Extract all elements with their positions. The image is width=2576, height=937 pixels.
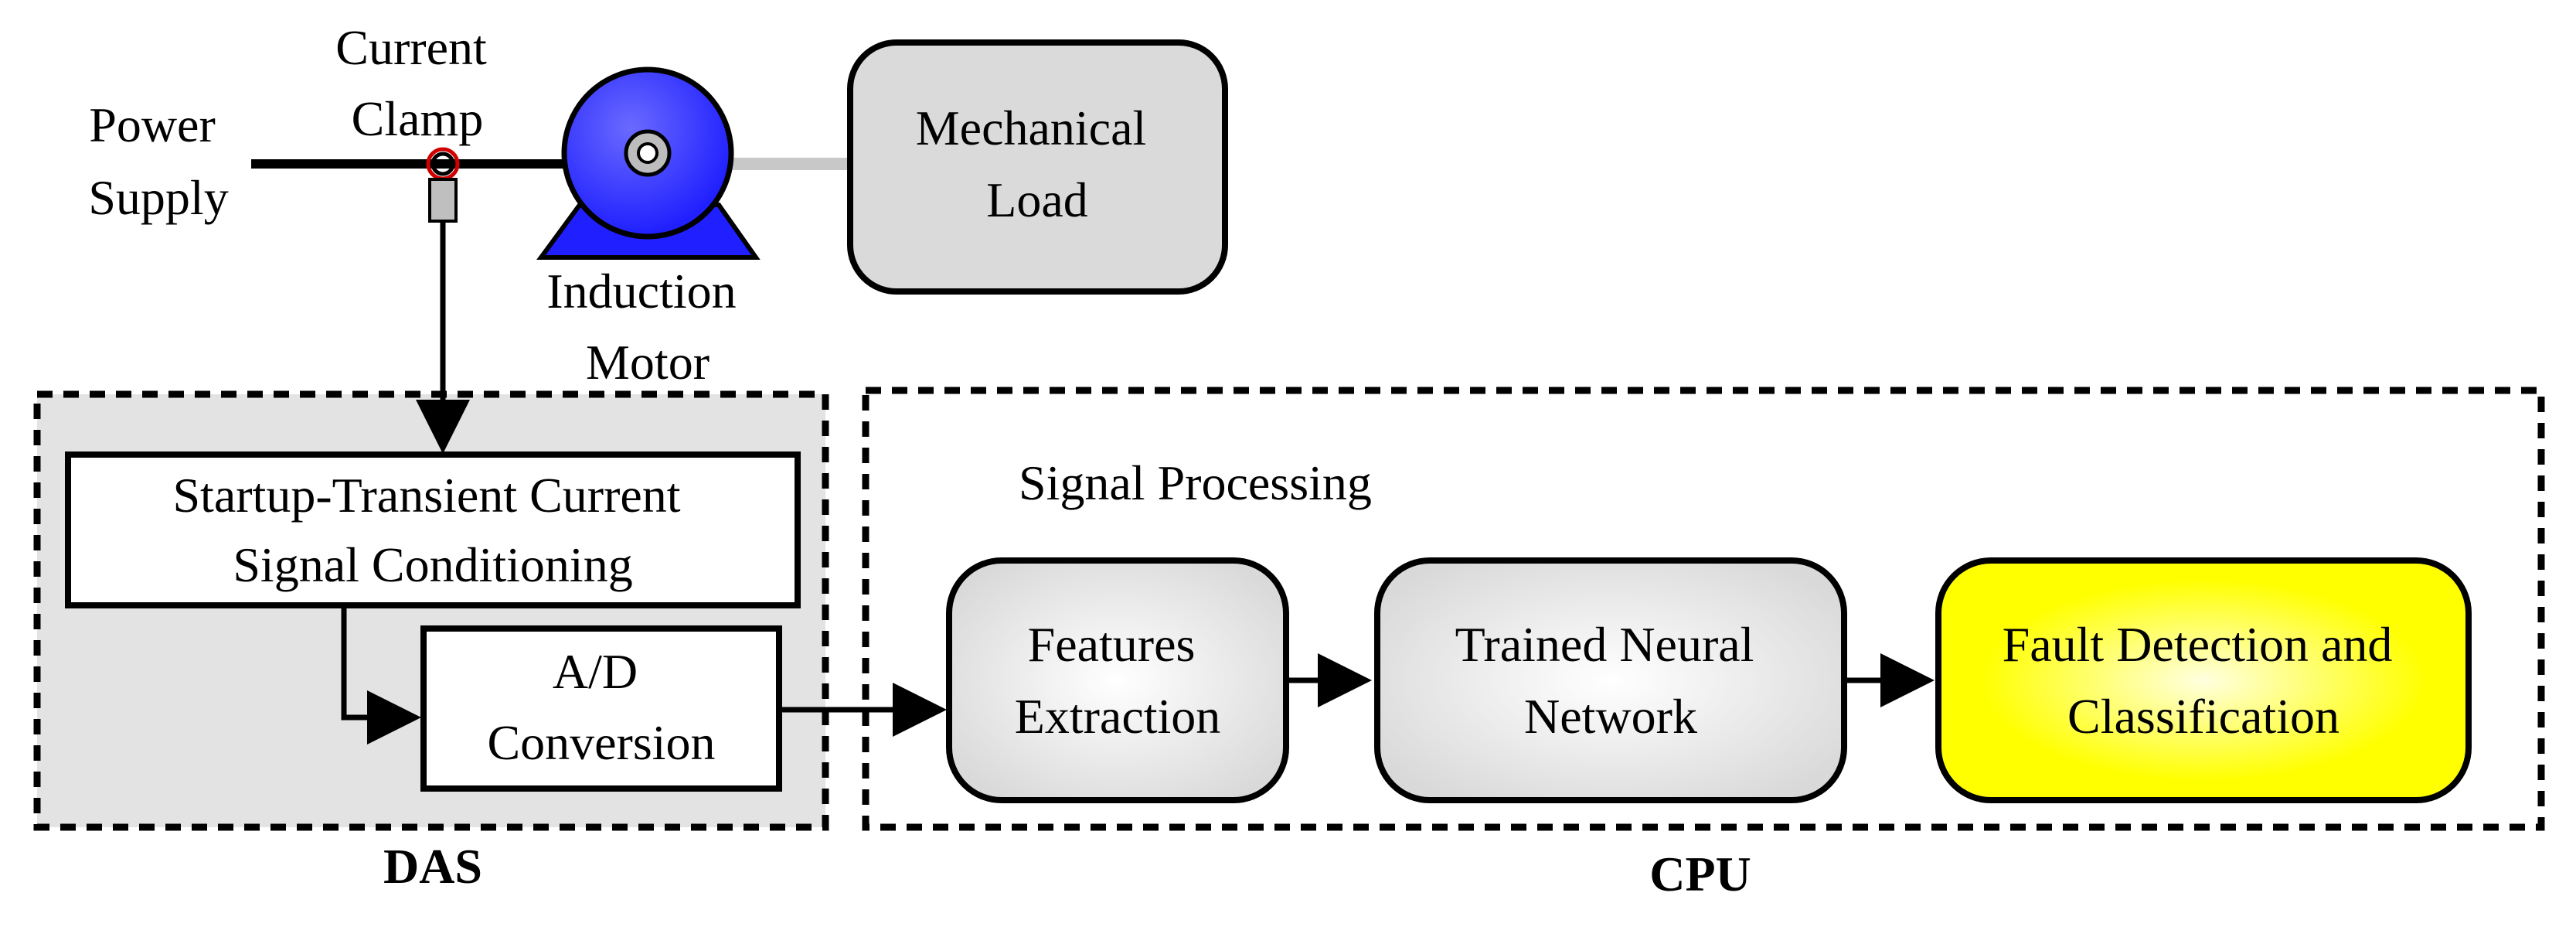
fault-detection-label: Fault Detection and Classification (2003, 617, 2405, 744)
signal-processing-label: Signal Processing (1019, 455, 1372, 510)
ad-conversion-box (420, 625, 782, 792)
das-caption: DAS (383, 839, 482, 894)
ad-conversion-label: A/D Conversion (487, 644, 715, 770)
signal-conditioning-box (65, 451, 801, 608)
signal-conditioning-label: Startup-Transient Current Signal Conditi… (172, 468, 692, 592)
features-extraction-label: Features Extraction (1015, 617, 1221, 744)
trained-nn-label: Trained Neural Network (1455, 617, 1767, 744)
induction-motor-label: Induction Motor (546, 264, 748, 390)
cpu-region (862, 387, 2545, 831)
features-extraction-box (946, 557, 1289, 803)
current-clamp-label: Current Clamp (335, 20, 499, 146)
power-supply-label: Power Supply (88, 97, 228, 225)
cpu-caption: CPU (1649, 847, 1751, 901)
conditioning-to-ad-arrow (341, 605, 421, 744)
fault-detection-box (1935, 557, 2472, 803)
mechanical-load-box (847, 39, 1228, 295)
trained-nn-box (1374, 557, 1847, 803)
mechanical-load-label: Mechanical Load (916, 101, 1159, 227)
induction-motor-icon (536, 66, 761, 260)
